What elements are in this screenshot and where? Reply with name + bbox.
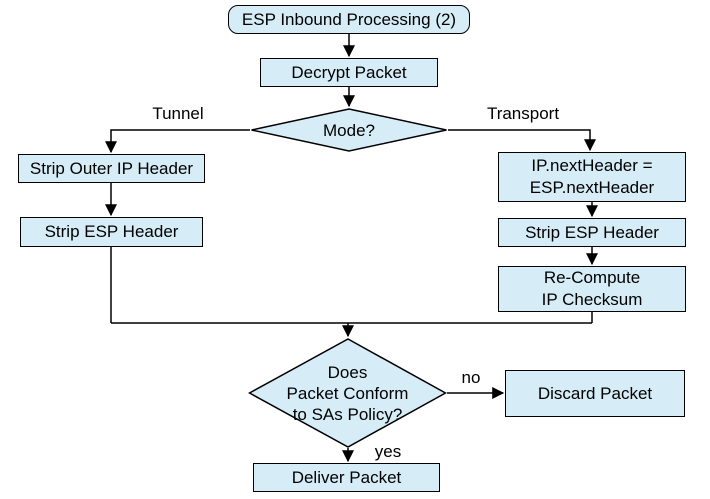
node-esp-inbound-processing: ESP Inbound Processing (2) <box>228 5 470 34</box>
node-label: Strip ESP Header <box>525 222 659 242</box>
node-strip-esp-header-transport: Strip ESP Header <box>498 218 686 247</box>
edge-label-transport: Transport <box>486 104 560 123</box>
node-decrypt-packet: Decrypt Packet <box>260 58 438 87</box>
diamond-shape <box>248 338 447 448</box>
node-label: ESP Inbound Processing (2) <box>241 9 457 29</box>
node-deliver-packet: Deliver Packet <box>253 463 440 492</box>
node-mode-decision: Mode? <box>250 108 448 152</box>
edge-label-tunnel: Tunnel <box>152 104 204 123</box>
node-discard-packet: Discard Packet <box>505 370 685 417</box>
node-label: Re-Compute IP Checksum <box>541 268 643 309</box>
node-label: Discard Packet <box>537 383 653 403</box>
node-label: Does Packet Conform to SAs Policy? <box>286 362 409 424</box>
node-label: IP.nextHeader = ESP.nextHeader <box>529 156 655 197</box>
node-label: Strip Outer IP Header <box>29 158 194 178</box>
node-label: Deliver Packet <box>291 467 402 487</box>
node-label: Strip ESP Header <box>44 222 179 241</box>
edge-label-yes: yes <box>374 442 402 461</box>
node-recompute-ip-checksum: Re-Compute IP Checksum <box>498 266 686 312</box>
node-strip-esp-header-tunnel: Strip ESP Header <box>20 217 203 247</box>
edge-label-no: no <box>461 368 481 387</box>
diamond-shape <box>251 108 447 152</box>
node-strip-outer-ip-header: Strip Outer IP Header <box>18 154 205 183</box>
node-label: Decrypt Packet <box>291 62 407 82</box>
node-policy-decision: Does Packet Conform to SAs Policy? <box>248 338 447 448</box>
node-ip-nextheader-assignment: IP.nextHeader = ESP.nextHeader <box>498 152 686 202</box>
node-label: Mode? <box>323 120 375 140</box>
